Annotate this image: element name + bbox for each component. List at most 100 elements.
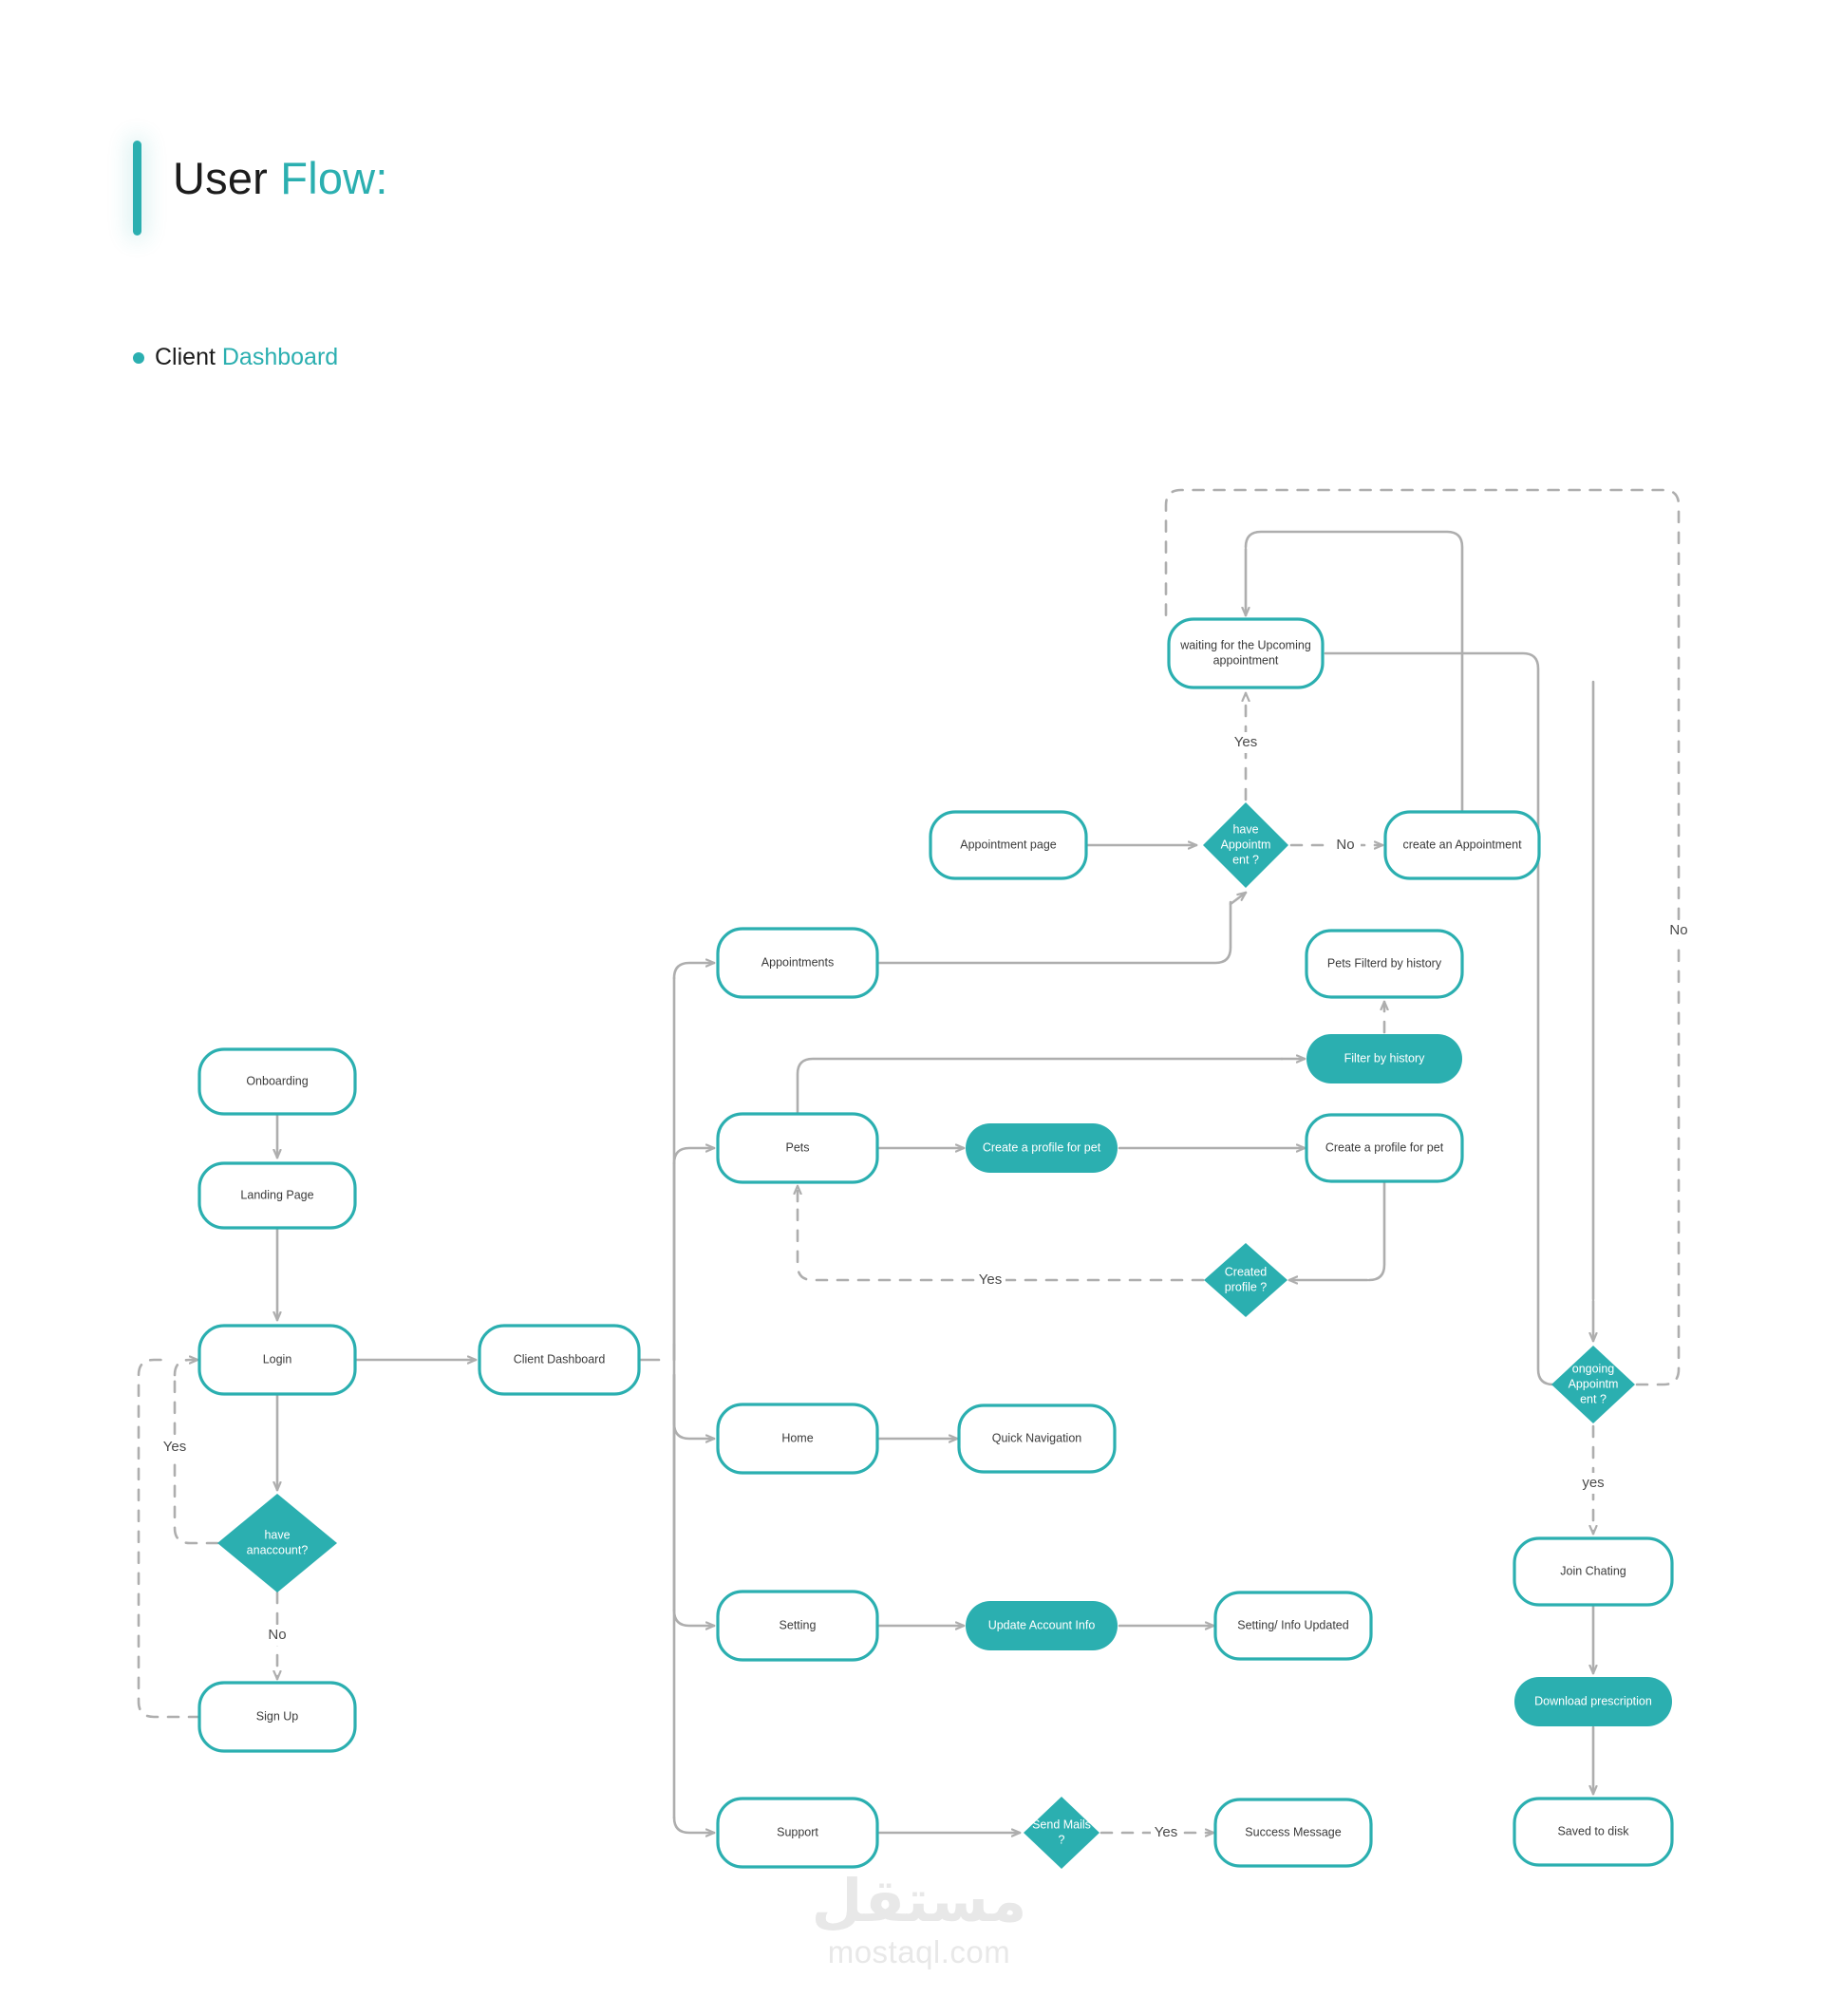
flow-node-label: Appointm (1569, 1377, 1619, 1390)
section-heading-label: Client Dashboard (155, 344, 338, 371)
flow-node-have-account[interactable]: have anaccount? (217, 1494, 337, 1592)
flow-node-label: Filter by history (1344, 1051, 1425, 1065)
flow-node-landing[interactable]: Landing Page (197, 1161, 357, 1230)
watermark-arabic: مستقل (811, 1869, 1027, 1934)
flow-node-send-mails[interactable]: Send Mails? (1024, 1797, 1099, 1869)
edge-label-no-ongoing-appt: No (1669, 922, 1687, 938)
flow-node-success-msg[interactable]: Success Message (1213, 1798, 1373, 1868)
flow-node-pets-filtered[interactable]: Pets Filterd by history (1305, 929, 1464, 999)
flow-connector (672, 1609, 714, 1626)
flow-node-create-pet-b[interactable]: Create a profile for pet (1305, 1113, 1464, 1183)
flow-node-label: Login (263, 1352, 292, 1366)
flow-node-label: Pets (785, 1140, 809, 1154)
flow-node-saved-disk[interactable]: Saved to disk (1513, 1797, 1674, 1867)
flow-node-download-rx[interactable]: Download prescription (1514, 1677, 1672, 1726)
flow-node-onboarding[interactable]: Onboarding (197, 1047, 357, 1116)
flow-node-label: Join Chating (1560, 1564, 1626, 1577)
flow-node-label: Pets Filterd by history (1327, 956, 1442, 970)
flow-connector (173, 1373, 219, 1545)
flow-node-label: ent ? (1580, 1392, 1607, 1405)
flow-node-filter-history[interactable]: Filter by history (1306, 1034, 1462, 1083)
flow-node-support[interactable]: Support (716, 1797, 879, 1869)
flow-node-label: anaccount? (247, 1543, 309, 1556)
page-title: User Flow: (173, 152, 388, 204)
bullet-dot-icon (133, 351, 144, 364)
edge-label-yes-have-account: Yes (163, 1439, 186, 1455)
flow-node-update-account[interactable]: Update Account Info (966, 1601, 1118, 1650)
flow-node-label: Created (1225, 1265, 1268, 1278)
flow-node-appointments[interactable]: Appointments (716, 927, 879, 999)
flow-node-label: Landing Page (240, 1188, 313, 1201)
flow-connector (1229, 891, 1248, 906)
flow-connector (672, 1148, 714, 1165)
watermark-latin: mostaql.com (827, 1934, 1011, 1969)
flow-connector (1324, 651, 1555, 1386)
flow-node-appointment-page[interactable]: Appointment page (929, 810, 1088, 880)
flow-connector (796, 1057, 1284, 1115)
section-heading: Client Dashboard (133, 344, 338, 371)
flow-node-setting[interactable]: Setting (716, 1590, 879, 1662)
section-label-accent: Dashboard (221, 344, 339, 370)
page-title-accent: Flow: (280, 153, 388, 203)
edge-label-yes-send-mails: Yes (1155, 1824, 1177, 1840)
flow-connector (173, 1360, 197, 1377)
edge-label-backdrop (1663, 920, 1694, 941)
flow-node-label: have (1232, 822, 1258, 836)
flow-node-label: Send Mails (1032, 1818, 1091, 1831)
flow-node-quick-nav[interactable]: Quick Navigation (957, 1404, 1117, 1474)
flow-node-label: create an Appointment (1402, 838, 1522, 851)
flow-connector (672, 1422, 714, 1439)
flow-connector (137, 1358, 201, 1719)
flow-node-label: Support (777, 1825, 818, 1838)
edge-label-backdrop (1151, 1822, 1181, 1843)
flow-node-label: Create a profile for pet (1325, 1140, 1444, 1154)
flow-node-label: Sign Up (256, 1709, 299, 1723)
flow-node-create-pet-a[interactable]: Create a profile for pet (966, 1123, 1118, 1173)
flow-node-label: waiting for the Upcoming (1179, 638, 1311, 651)
flow-connector (796, 1201, 1205, 1282)
flow-connector (1164, 488, 1681, 1386)
edge-label-yes-ongoing-appt: yes (1582, 1475, 1604, 1491)
flow-node-info-updated[interactable]: Setting/ Info Updated (1213, 1591, 1373, 1661)
flow-node-label: Download prescription (1534, 1694, 1652, 1707)
flow-node-label: Client Dashboard (514, 1352, 606, 1366)
flow-node-label: Create a profile for pet (983, 1140, 1101, 1154)
flow-node-login[interactable]: Login (197, 1324, 357, 1396)
edge-label-backdrop (1231, 732, 1261, 753)
edge-label-yes-have-appt: Yes (1234, 734, 1257, 750)
flow-node-label: ent ? (1232, 853, 1259, 866)
flow-node-label: ongoing (1572, 1362, 1615, 1375)
edge-label-yes-created: Yes (979, 1272, 1002, 1288)
flow-node-label: Home (781, 1431, 813, 1444)
flow-connector (672, 1816, 714, 1833)
flow-node-create-appt[interactable]: create an Appointment (1383, 810, 1541, 880)
edge-label-backdrop (975, 1270, 1005, 1291)
flow-node-label: ? (1059, 1833, 1065, 1846)
flow-node-label: Appointments (761, 955, 834, 969)
flow-connector (1244, 530, 1464, 812)
section-label-primary: Client (155, 344, 222, 370)
edge-label-no-have-account: No (268, 1627, 286, 1643)
edge-label-backdrop (1578, 1473, 1608, 1494)
edge-label-no-have-appt: No (1336, 837, 1354, 853)
flow-node-join-chating[interactable]: Join Chating (1513, 1536, 1674, 1607)
flow-node-label: Saved to disk (1557, 1824, 1629, 1837)
flow-connector (1367, 1180, 1386, 1282)
flow-node-pets[interactable]: Pets (716, 1112, 879, 1184)
flow-node-client-dashboard[interactable]: Client Dashboard (478, 1324, 641, 1396)
flow-node-label: Appointm (1221, 838, 1271, 851)
flow-node-label: Onboarding (246, 1074, 308, 1087)
flow-node-label: Update Account Info (988, 1618, 1096, 1631)
flow-connector (877, 900, 1232, 965)
flow-node-signup[interactable]: Sign Up (197, 1681, 357, 1753)
flow-node-label: Setting (780, 1618, 817, 1631)
flow-node-home[interactable]: Home (716, 1403, 879, 1475)
flow-node-label: Appointment page (960, 838, 1057, 851)
flow-node-label: have (264, 1528, 290, 1541)
